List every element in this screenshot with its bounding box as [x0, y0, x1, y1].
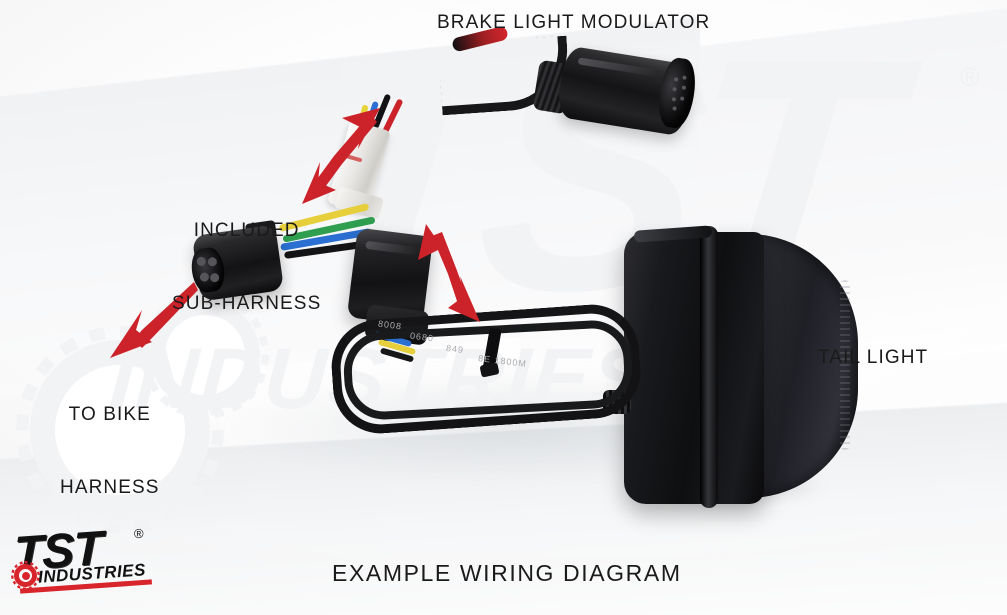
label-tail-light: TAIL LIGHT [818, 347, 929, 368]
label-to-bike-harness-line1: TO BIKE [68, 403, 151, 425]
label-included-sub-harness-line1: INCLUDED [193, 219, 300, 241]
logo-sprocket-icon [10, 560, 41, 591]
label-to-bike-harness: TO BIKE HARNESS [60, 354, 160, 549]
arrow-modulator-connector [418, 224, 480, 322]
label-to-bike-harness-line2: HARNESS [60, 476, 160, 498]
caption-example-wiring-diagram: EXAMPLE WIRING DIAGRAM [332, 560, 682, 586]
registered-trademark-icon: ® [134, 526, 144, 541]
arrow-sub-harness [302, 108, 380, 204]
label-brake-light-modulator: BRAKE LIGHT MODULATOR [437, 12, 711, 33]
label-included-sub-harness: INCLUDED SUB-HARNESS [172, 170, 321, 365]
tail-light-housing [624, 232, 764, 504]
tail-light-rim [700, 226, 718, 508]
label-included-sub-harness-line2: SUB-HARNESS [172, 292, 322, 314]
tst-logo: TST ® INDUSTRIES [8, 522, 158, 594]
tail-light-cable-gland [603, 390, 631, 414]
arrow-to-bike-harness [110, 282, 198, 358]
